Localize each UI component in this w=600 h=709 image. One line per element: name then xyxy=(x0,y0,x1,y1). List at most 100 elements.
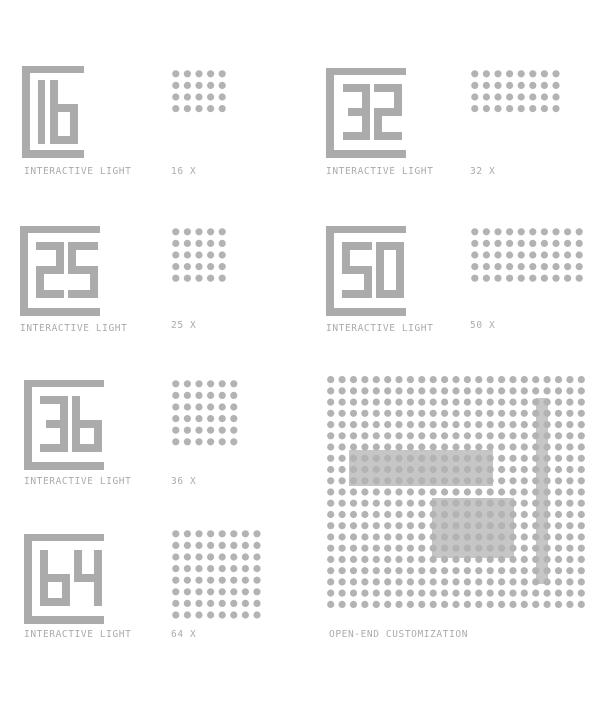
light-dot xyxy=(218,70,226,78)
light-dot xyxy=(540,263,548,271)
light-dot xyxy=(463,432,471,440)
light-dot xyxy=(441,544,449,552)
light-dot xyxy=(486,578,494,586)
light-dot xyxy=(520,522,528,530)
light-dot xyxy=(338,589,346,597)
light-dot xyxy=(532,454,540,462)
light-dot xyxy=(475,387,483,395)
light-dot xyxy=(506,274,514,282)
light-dot xyxy=(463,578,471,586)
light-dot xyxy=(532,465,540,474)
light-dot xyxy=(498,533,506,541)
logo-64 xyxy=(24,534,108,626)
light-dot xyxy=(183,426,191,434)
light-dot xyxy=(361,477,369,485)
light-dot xyxy=(463,567,471,575)
logo-32 xyxy=(326,68,410,160)
light-dot xyxy=(395,600,403,608)
light-dot xyxy=(471,228,479,236)
light-dot xyxy=(372,421,380,429)
light-dot xyxy=(463,409,471,417)
light-dot xyxy=(406,510,414,519)
logo-50 xyxy=(326,226,410,318)
light-dot xyxy=(520,589,528,597)
light-dot xyxy=(372,510,380,519)
light-dot xyxy=(218,391,226,399)
light-dot xyxy=(554,488,563,496)
light-dot xyxy=(183,588,191,596)
light-dot xyxy=(406,398,414,406)
light-dot xyxy=(372,567,380,575)
light-dot xyxy=(441,409,449,417)
logo-digits-16 xyxy=(38,80,78,144)
light-dot xyxy=(207,599,215,607)
light-dot xyxy=(577,567,585,575)
light-dot xyxy=(338,465,346,474)
light-dot xyxy=(406,454,414,462)
light-dot xyxy=(195,611,203,619)
light-dot xyxy=(241,599,249,607)
light-dot xyxy=(183,380,191,388)
light-dot xyxy=(172,530,180,538)
light-dot xyxy=(441,454,449,462)
light-dot xyxy=(172,415,180,423)
light-dot xyxy=(418,409,426,417)
light-dot xyxy=(195,415,203,423)
light-dot xyxy=(327,409,335,417)
light-dot xyxy=(418,421,426,429)
light-dot xyxy=(384,533,392,541)
light-dot xyxy=(418,387,426,395)
light-dot xyxy=(384,432,392,440)
light-dot xyxy=(486,510,494,519)
light-dot xyxy=(552,70,560,78)
module-label: INTERACTIVE LIGHT xyxy=(20,323,128,334)
light-dot xyxy=(554,477,563,485)
light-dot xyxy=(230,380,238,388)
light-dot xyxy=(529,105,537,113)
light-dot xyxy=(395,522,403,530)
light-dot xyxy=(506,93,514,101)
light-dot xyxy=(475,578,483,586)
light-dot xyxy=(471,93,479,101)
light-dot xyxy=(482,228,490,236)
light-dot xyxy=(230,438,238,446)
light-dot xyxy=(338,567,346,575)
light-dot xyxy=(452,398,460,406)
light-dot xyxy=(529,274,537,282)
count-label: 16 X xyxy=(171,166,197,177)
light-dot xyxy=(509,589,517,597)
light-dot xyxy=(566,409,574,417)
light-dot xyxy=(520,432,528,440)
light-dot xyxy=(566,578,574,586)
light-dot xyxy=(406,544,414,552)
light-dot xyxy=(554,533,563,541)
light-dot xyxy=(327,465,335,474)
light-dot xyxy=(218,105,226,113)
light-dot xyxy=(441,398,449,406)
light-dot xyxy=(218,438,226,446)
light-dot xyxy=(172,403,180,411)
light-dot xyxy=(498,567,506,575)
light-dot xyxy=(418,522,426,530)
light-dot xyxy=(429,555,437,563)
light-dot xyxy=(475,533,483,541)
light-dot xyxy=(509,432,517,440)
light-dot xyxy=(509,465,517,474)
light-dot xyxy=(183,274,191,282)
light-dot xyxy=(441,510,449,519)
light-dot xyxy=(554,499,563,507)
light-dot xyxy=(543,465,551,474)
light-dot xyxy=(471,105,479,113)
light-dot xyxy=(566,567,574,575)
light-dot xyxy=(566,600,574,608)
light-dot xyxy=(349,421,358,429)
light-dot xyxy=(429,589,437,597)
light-dot xyxy=(532,600,540,608)
count-label: 25 X xyxy=(171,320,197,331)
light-dot xyxy=(543,567,551,575)
light-dot xyxy=(429,533,437,541)
light-dot xyxy=(195,251,203,259)
light-dot xyxy=(475,421,483,429)
light-dot xyxy=(230,415,238,423)
light-dot xyxy=(498,454,506,462)
